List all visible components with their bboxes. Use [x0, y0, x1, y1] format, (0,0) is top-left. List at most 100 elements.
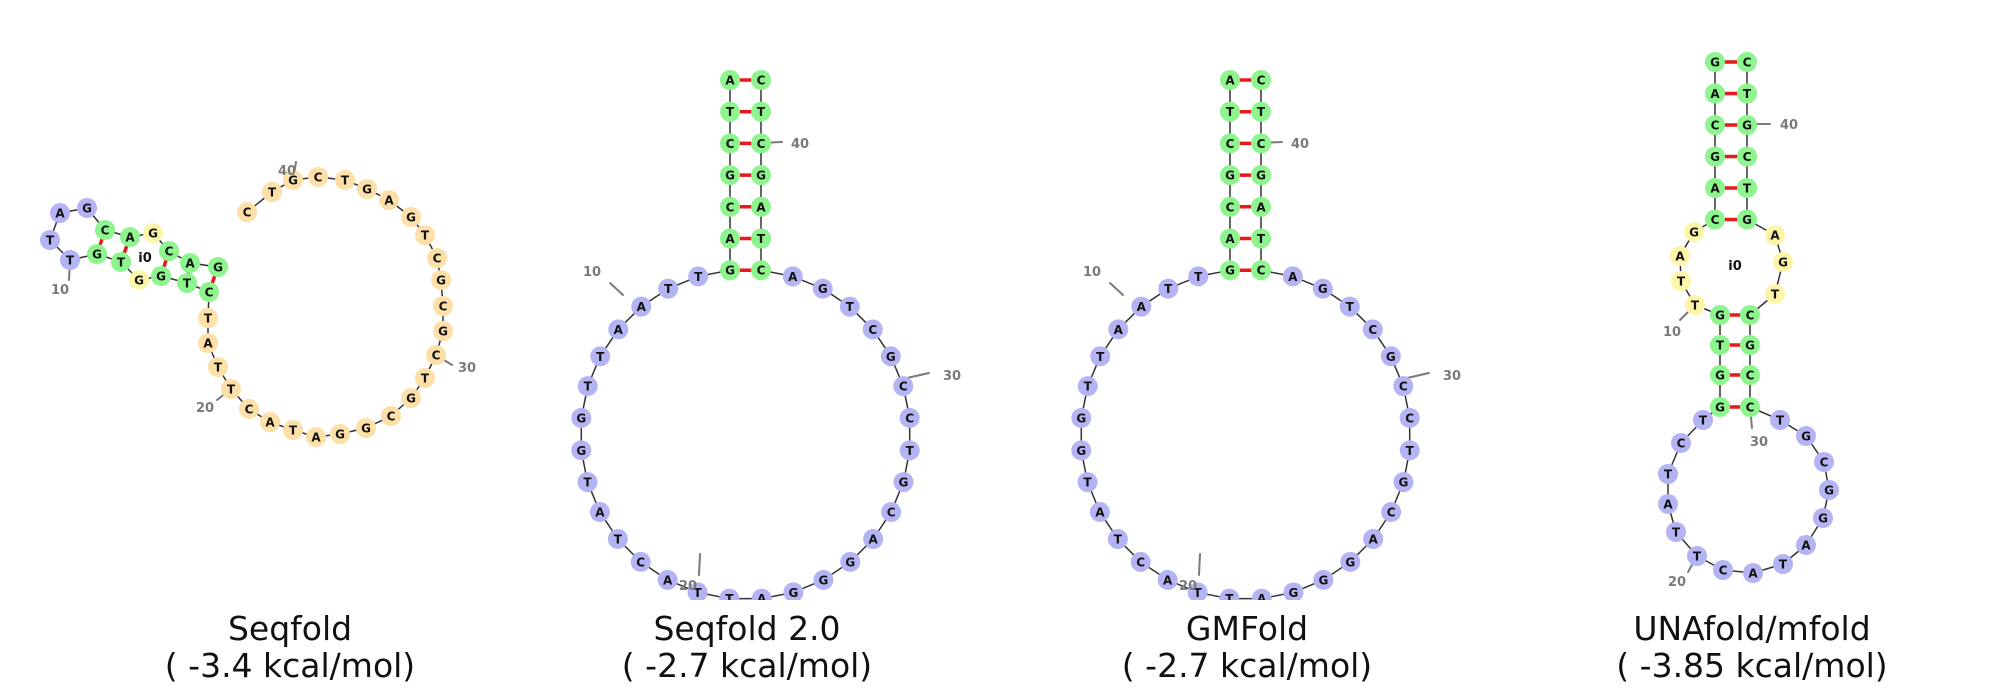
- base-circle: [1283, 582, 1304, 600]
- base-letter: G: [1715, 369, 1725, 383]
- base-circle: [1765, 284, 1785, 304]
- unafold-internal-loop-nucleotide: T: [1671, 271, 1691, 291]
- index-tick: [698, 553, 701, 576]
- caption-seqfold-name: Seqfold: [227, 609, 353, 648]
- base-letter: C: [905, 411, 914, 425]
- base-circle: [427, 248, 447, 268]
- base-letter: A: [1114, 323, 1124, 337]
- base-letter: C: [1711, 213, 1720, 227]
- base-letter: T: [584, 380, 593, 394]
- caption-seqfold2: Seqfold 2.0 ( -2.7 kcal/mol): [537, 610, 957, 684]
- base-circle: [1737, 52, 1757, 72]
- base-letter: T: [214, 361, 223, 375]
- base-circle: [1693, 410, 1713, 430]
- base-letter: C: [757, 74, 766, 88]
- base-letter: T: [341, 174, 350, 188]
- base-circle: [1380, 346, 1401, 367]
- seqfold2-loop-nucleotide: G: [880, 346, 901, 367]
- seqfold-nucleotide: T: [415, 368, 435, 388]
- seqfold2-stem-nucleotide: G: [720, 260, 740, 281]
- base-circle: [720, 133, 740, 154]
- base-letter: T: [1084, 380, 1093, 394]
- base-circle: [657, 569, 678, 590]
- seqfold-nucleotide: C: [159, 241, 179, 261]
- base-circle: [199, 282, 219, 302]
- base-letter: C: [433, 252, 442, 266]
- seqfold-nucleotide: G: [356, 418, 376, 438]
- unafold-loop-nucleotide: A: [1658, 494, 1678, 514]
- base-circle: [1740, 365, 1760, 385]
- unafold-stem-nucleotide: A: [1705, 178, 1725, 198]
- base-circle: [590, 346, 611, 367]
- unafold-stem-nucleotide: C: [1737, 146, 1757, 167]
- base-letter: C: [757, 137, 766, 151]
- base-circle: [1705, 115, 1725, 135]
- base-letter: A: [788, 270, 798, 284]
- base-circle: [1251, 133, 1271, 154]
- base-letter: C: [101, 224, 110, 238]
- base-circle: [1814, 452, 1834, 472]
- index-tick: [1109, 282, 1124, 296]
- seqfold2-loop-nucleotide: T: [687, 582, 708, 600]
- base-letter: T: [1194, 270, 1203, 284]
- base-circle: [1399, 440, 1420, 461]
- seqfold-nucleotide: A: [50, 203, 70, 223]
- base-letter: C: [1257, 74, 1266, 88]
- base-circle: [129, 270, 149, 290]
- base-circle: [415, 225, 435, 245]
- caption-seqfold2-energy: ( -2.7 kcal/mol): [621, 646, 873, 685]
- base-circle: [1220, 70, 1240, 90]
- seqfold2-stem-nucleotide: T: [751, 228, 771, 249]
- base-circle: [87, 244, 107, 264]
- base-circle: [1108, 319, 1129, 340]
- base-circle: [1188, 266, 1209, 287]
- base-letter: T: [1716, 339, 1725, 353]
- gmfold-loop-nucleotide: G: [1071, 440, 1092, 461]
- base-circle: [1687, 546, 1707, 566]
- base-letter: T: [421, 372, 430, 386]
- base-circle: [1740, 305, 1760, 325]
- base-letter: A: [311, 431, 321, 445]
- seqfold2-stem-nucleotide: C: [751, 260, 771, 281]
- base-letter: T: [757, 105, 766, 119]
- seqfold-nucleotide: A: [198, 333, 218, 353]
- base-circle: [1737, 178, 1757, 198]
- unafold-internal-loop-nucleotide: A: [1765, 225, 1785, 245]
- gmfold-stem-nucleotide: C: [1220, 196, 1240, 217]
- unafold-internal-loop-nucleotide: G: [1684, 222, 1704, 242]
- gmfold-stem-nucleotide: A: [1220, 70, 1240, 90]
- index-label: 30: [943, 369, 961, 384]
- base-circle: [1220, 260, 1240, 281]
- base-circle: [577, 472, 598, 493]
- base-circle: [863, 528, 884, 549]
- base-letter: G: [1715, 309, 1725, 323]
- seqfold2-loop-nucleotide: G: [571, 407, 592, 428]
- base-circle: [1393, 472, 1414, 493]
- base-letter: C: [205, 286, 214, 300]
- base-circle: [330, 424, 350, 444]
- base-circle: [357, 179, 377, 199]
- base-letter: C: [1405, 411, 1414, 425]
- unafold-stem-nucleotide: C: [1740, 305, 1760, 325]
- base-letter: T: [1096, 350, 1105, 364]
- base-letter: A: [1710, 87, 1720, 101]
- base-circle: [77, 198, 97, 218]
- caption-seqfold2-name: Seqfold 2.0: [653, 609, 841, 648]
- base-circle: [1770, 410, 1790, 430]
- seqfold2-stem-nucleotide: T: [720, 101, 740, 122]
- gmfold-loop-nucleotide: G: [1312, 278, 1333, 299]
- gmfold-loop-nucleotide: T: [1339, 296, 1360, 317]
- base-circle: [1077, 376, 1098, 397]
- base-letter: A: [595, 506, 605, 520]
- base-circle: [239, 399, 259, 419]
- seqfold-nucleotide: G: [357, 179, 377, 199]
- base-letter: C: [245, 403, 254, 417]
- base-circle: [198, 333, 218, 353]
- unafold-stem-nucleotide: G: [1705, 52, 1725, 72]
- base-circle: [177, 273, 197, 293]
- seqfold2-loop-nucleotide: T: [658, 278, 679, 299]
- base-letter: T: [726, 105, 735, 119]
- base-circle: [720, 260, 740, 281]
- index-label: 40: [791, 137, 809, 152]
- base-circle: [1710, 335, 1730, 355]
